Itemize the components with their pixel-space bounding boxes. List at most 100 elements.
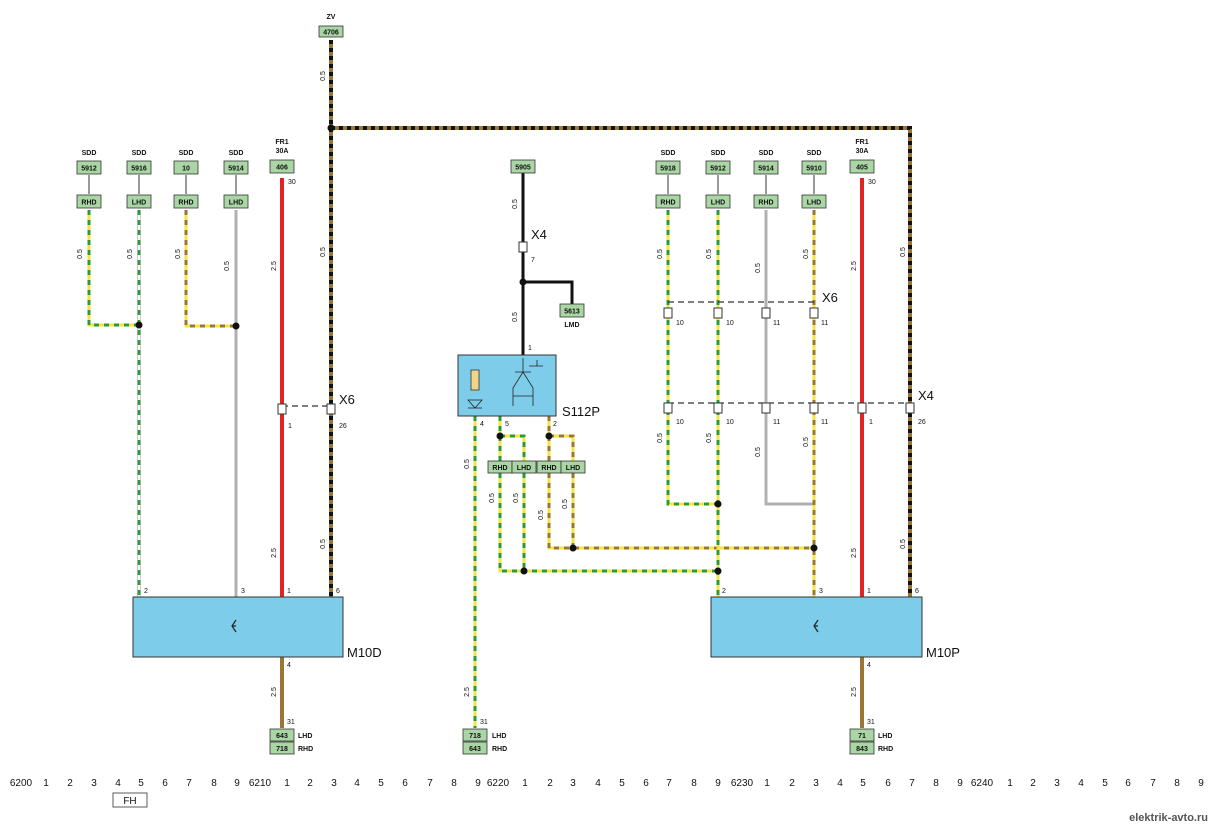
ruler-number: 9 — [957, 778, 963, 789]
wire-size-label: 0.5 — [900, 247, 907, 257]
svg-text:FR1: FR1 — [275, 139, 288, 146]
ruler-number: 6 — [1125, 778, 1131, 789]
ruler-number: 2 — [307, 778, 313, 789]
ruler-number: 6220 — [487, 778, 510, 789]
junction-dots — [135, 124, 818, 575]
ruler-number: 1 — [284, 778, 290, 789]
ruler-number: 5 — [138, 778, 144, 789]
svg-text:643: 643 — [276, 733, 288, 740]
wire-size-label: 0.5 — [803, 249, 810, 259]
wire-size-label: 2.5 — [271, 261, 278, 271]
ruler-number: 6 — [885, 778, 891, 789]
led-icon — [467, 399, 483, 409]
ruler-number: 7 — [186, 778, 192, 789]
svg-text:718: 718 — [276, 746, 288, 753]
wire-size-label: 0.5 — [755, 447, 762, 457]
ruler-number: 1 — [522, 778, 528, 789]
svg-text:26: 26 — [918, 419, 926, 426]
svg-text:718: 718 — [469, 733, 481, 740]
svg-text:4706: 4706 — [323, 30, 339, 37]
svg-text:2: 2 — [144, 588, 148, 595]
ruler-number: 6 — [402, 778, 408, 789]
ruler-number: 7 — [427, 778, 433, 789]
svg-text:SDD: SDD — [807, 150, 822, 157]
wires — [87, 40, 912, 728]
wire-s112-pin2-yellow-brown — [547, 416, 575, 461]
wire-size-label: 2.5 — [464, 687, 471, 697]
svg-text:RHD: RHD — [492, 465, 507, 472]
svg-text:X6: X6 — [339, 392, 355, 407]
svg-text:31: 31 — [287, 719, 295, 726]
ruler-number: 2 — [1030, 778, 1036, 789]
svg-text:1: 1 — [528, 345, 532, 352]
svg-text:10: 10 — [182, 166, 190, 173]
s112p-switch — [457, 354, 557, 417]
svg-text:30: 30 — [868, 179, 876, 186]
ruler-number: 5 — [1102, 778, 1108, 789]
resistor-icon — [470, 369, 480, 391]
ruler-number: 3 — [331, 778, 337, 789]
svg-text:30A: 30A — [856, 148, 869, 155]
ruler-number: 1 — [764, 778, 770, 789]
ruler-number: 6200 — [10, 778, 33, 789]
wire-size-label: 2.5 — [851, 548, 858, 558]
svg-text:SDD: SDD — [132, 150, 147, 157]
svg-text:405: 405 — [856, 165, 868, 172]
svg-text:LHD: LHD — [298, 733, 312, 740]
bottom-tags: 31 643 LHD 718 RHD 31 718 LHD 643 RHD 31… — [269, 719, 893, 755]
svg-text:11: 11 — [773, 419, 780, 426]
ruler-number: 9 — [234, 778, 240, 789]
ruler-number: 9 — [1198, 778, 1204, 789]
svg-text:LHD: LHD — [517, 465, 531, 472]
ruler-number: 6 — [643, 778, 649, 789]
connector-labels: X6 1 26 X6 10 10 11 11 X4 10 10 11 11 1 … — [288, 290, 934, 430]
svg-text:LHD: LHD — [132, 200, 146, 207]
svg-text:LHD: LHD — [878, 733, 892, 740]
svg-text:X4: X4 — [918, 388, 934, 403]
ruler-number: 8 — [691, 778, 697, 789]
svg-text:LHD: LHD — [807, 200, 821, 207]
wire-size-label: 0.5 — [538, 510, 545, 520]
svg-text:30: 30 — [288, 179, 296, 186]
svg-text:5613: 5613 — [564, 309, 580, 316]
ruler-number: 8 — [1174, 778, 1180, 789]
ruler-number: 2 — [789, 778, 795, 789]
wire-size-label: 0.5 — [900, 539, 907, 549]
svg-text:3: 3 — [819, 588, 823, 595]
wire-size-label: 0.5 — [512, 199, 519, 209]
svg-text:5914: 5914 — [228, 166, 244, 173]
wire-cross-yellow-green — [498, 473, 718, 573]
svg-text:643: 643 — [469, 746, 481, 753]
wire-size-label: 2.5 — [851, 687, 858, 697]
connector-pins — [277, 241, 915, 415]
wire-s112-pin5-yellow-green — [498, 416, 526, 461]
svg-text:RHD: RHD — [878, 746, 893, 753]
ruler-number: 3 — [91, 778, 97, 789]
svg-text:6: 6 — [915, 588, 919, 595]
svg-text:5912: 5912 — [81, 166, 97, 173]
ruler-number: 8 — [211, 778, 217, 789]
wire-size-label: 0.5 — [320, 247, 327, 257]
ruler-number: 7 — [909, 778, 915, 789]
svg-text:RHD: RHD — [81, 200, 96, 207]
svg-text:5912: 5912 — [710, 166, 726, 173]
svg-text:SDD: SDD — [661, 150, 676, 157]
svg-text:RHD: RHD — [758, 200, 773, 207]
svg-text:2: 2 — [722, 588, 726, 595]
svg-text:10: 10 — [676, 419, 684, 426]
ruler-number: 3 — [1054, 778, 1060, 789]
svg-text:5916: 5916 — [131, 166, 147, 173]
module-labels: M10D 2 3 1 6 4 M10P 2 3 1 6 4 — [144, 588, 960, 669]
ruler-number: 6230 — [731, 778, 754, 789]
svg-text:RHD: RHD — [541, 465, 556, 472]
switch-contact-icon — [512, 358, 543, 406]
wire-size-label: 0.5 — [755, 263, 762, 273]
wire-size-label: 0.5 — [706, 249, 713, 259]
svg-text:LMD: LMD — [564, 322, 579, 329]
transistor-icon — [813, 619, 819, 633]
wire-size-label: 0.5 — [464, 459, 471, 469]
svg-text:30A: 30A — [276, 148, 289, 155]
wire-size-label: 0.5 — [706, 433, 713, 443]
svg-text:1: 1 — [288, 423, 292, 430]
ruler-number: 5 — [378, 778, 384, 789]
